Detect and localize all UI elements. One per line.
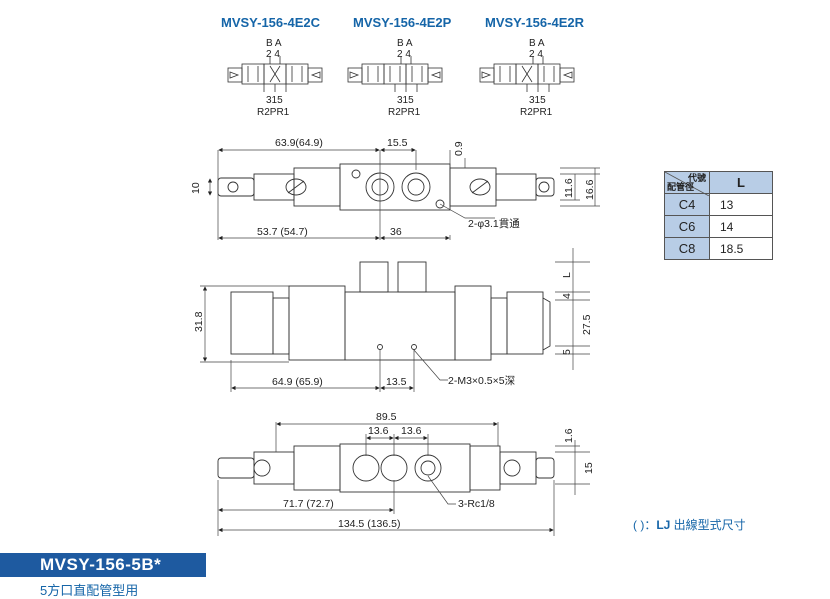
dim-front-5: 5 [561,349,573,355]
ports-top-letters-2: B A [397,38,413,49]
table-row: C8 18.5 [664,237,773,260]
pneumatic-symbol-4e2p [347,56,443,92]
note-paren: ( )： [633,518,657,532]
symbol-title-4e2r: MVSY-156-4E2R [485,15,584,30]
dim-front-31-8: 31.8 [193,311,205,332]
valve-front-view [230,261,551,361]
dim-front-27-5: 27.5 [581,314,593,335]
row-value: 18.5 [709,237,773,260]
pneumatic-symbol-4e2c [227,56,323,92]
dim-top-53-7: 53.7 (54.7) [257,226,308,238]
dim-bottom-13-6-a: 13.6 [368,425,389,437]
table-header-diagonal: 代號 配管徑 [664,171,710,196]
row-value: 14 [709,215,773,238]
thread-callout: 2-M3×0.5×5深 [448,375,515,387]
dim-bottom-71-7: 71.7 (72.7) [283,498,334,510]
dim-bottom-89-5: 89.5 [376,411,397,423]
front-view-dimension-lines [200,248,590,392]
ports-top-numbers-1: 2 4 [266,49,280,60]
valve-bottom-view [217,443,555,493]
dim-bottom-13-6-b: 13.6 [401,425,422,437]
dim-top-10: 10 [190,182,202,194]
top-view-dimension-lines [207,147,600,241]
pipe-size-table: 代號 配管徑 L C4 13 C6 14 C8 18.5 [664,171,773,260]
dim-bottom-134-5: 134.5 (136.5) [338,518,400,530]
dim-top-63-9: 63.9(64.9) [275,137,323,149]
ports-bottom-letters-3: R2PR1 [520,107,553,118]
row-code: C4 [664,193,710,216]
ports-bottom-letters-2: R2PR1 [388,107,421,118]
dim-front-13-5: 13.5 [386,376,407,388]
ports-bottom-numbers-1: 315 [266,95,283,106]
hole-callout: 2-φ3.1貫通 [468,218,520,230]
table-row: C4 13 [664,193,773,216]
model-subtitle: 5方口直配管型用 [40,583,139,598]
ports-bottom-letters-1: R2PR1 [257,107,290,118]
dim-top-11-6: 11.6 [563,178,575,198]
pneumatic-symbol-4e2r [479,56,575,92]
dim-top-16-6: 16.6 [584,179,596,200]
ports-top-numbers-3: 2 4 [529,49,543,60]
dim-front-4: 4 [561,293,573,299]
header-code-label: 代號 [687,173,706,183]
dim-front-64-9: 64.9 (65.9) [272,376,323,388]
valve-top-view [217,163,555,211]
port-callout: 3-Rc1/8 [458,498,495,510]
row-value: 13 [709,193,773,216]
dim-front-L: L [561,272,573,278]
note-text: 出線型式尺寸 [670,518,746,532]
ports-top-letters-1: B A [266,38,282,49]
row-code: C8 [664,237,710,260]
ports-bottom-numbers-3: 315 [529,95,546,106]
dim-top-0-9: 0.9 [453,141,465,156]
header-pipe-label: 配管徑 [667,182,695,192]
dim-top-36: 36 [390,226,402,238]
dim-top-15-5: 15.5 [387,137,408,149]
ports-top-letters-3: B A [529,38,545,49]
ports-bottom-numbers-2: 315 [397,95,414,106]
table-header-row: 代號 配管徑 L [664,171,773,196]
dim-bottom-15: 15 [583,462,595,474]
ports-top-numbers-2: 2 4 [397,49,411,60]
table-row: C6 14 [664,215,773,238]
row-code: C6 [664,215,710,238]
symbol-title-4e2c: MVSY-156-4E2C [221,15,320,30]
symbol-title-4e2p: MVSY-156-4E2P [353,15,452,30]
header-L: L [709,171,773,194]
dim-bottom-1-6: 1.6 [563,428,575,443]
note-lj: LJ [656,518,671,532]
bottom-view-dimension-lines [217,421,590,536]
lj-note: ( )：LJ 出線型式尺寸 [633,516,746,533]
model-badge: MVSY-156-5B* [0,553,206,577]
